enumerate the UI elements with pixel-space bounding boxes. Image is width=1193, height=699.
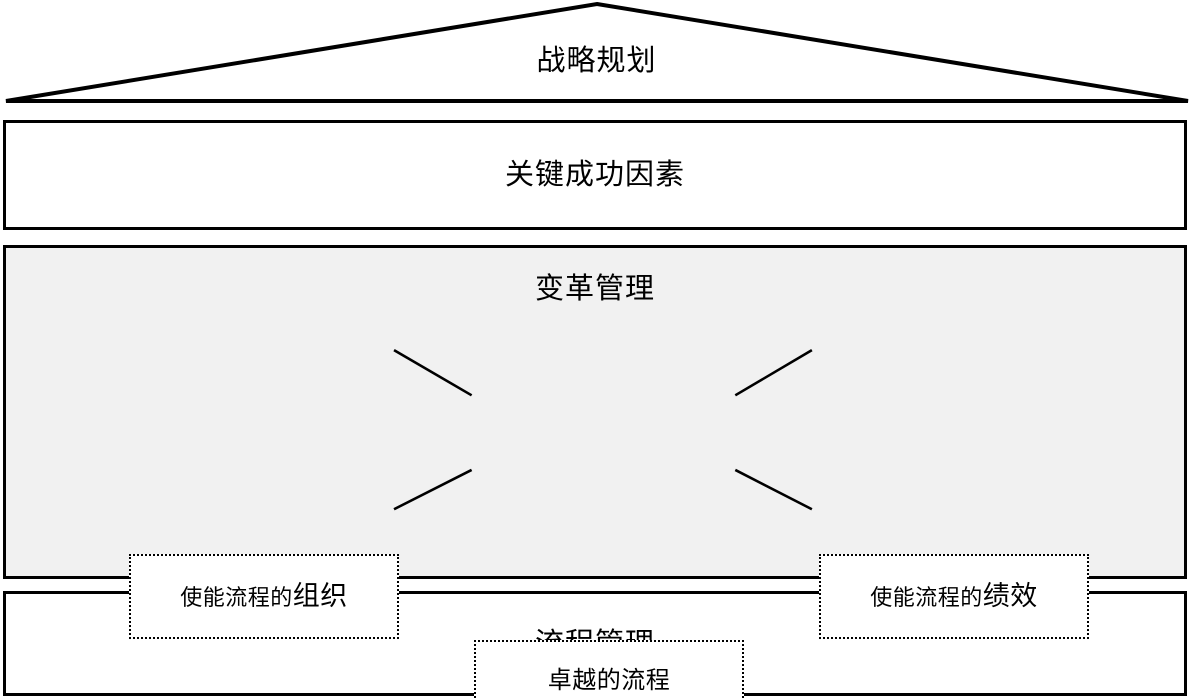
band-critical-success-factors-label: 关键成功因素 (504, 159, 685, 191)
node-performance-label: 使能流程的绩效 (870, 582, 1038, 612)
connector-it-to-core (734, 468, 813, 511)
node-enabling-process-organization[interactable]: 使能流程的组织 (129, 554, 399, 639)
node-performance-emphasis: 绩效 (982, 580, 1038, 611)
connector-talent-to-core (393, 468, 473, 511)
roof-label: 战略规划 (536, 45, 657, 77)
node-organization-label: 使能流程的组织 (180, 582, 348, 612)
change-management-title: 变革管理 (534, 273, 655, 305)
band-change-management: 变革管理 使能流程的组织 使能流程的绩效 使能流程的人才 使能流程的IT 卓越的… (3, 245, 1187, 699)
roof-triangle-icon (5, 1, 1189, 103)
node-performance-prefix: 使能流程的 (870, 584, 983, 610)
connector-organization-to-core (393, 349, 473, 397)
node-organization-emphasis: 组织 (292, 580, 348, 611)
node-organization-prefix: 使能流程的 (180, 584, 293, 610)
node-enabling-process-performance[interactable]: 使能流程的绩效 (819, 554, 1089, 639)
node-process-excellence-label: 卓越的流程 (547, 667, 671, 694)
band-critical-success-factors: 关键成功因素 (3, 120, 1187, 230)
roof-layer: 战略规划 (0, 0, 1193, 110)
connector-performance-to-core (734, 349, 813, 397)
node-process-excellence[interactable]: 卓越的流程 (474, 640, 744, 699)
